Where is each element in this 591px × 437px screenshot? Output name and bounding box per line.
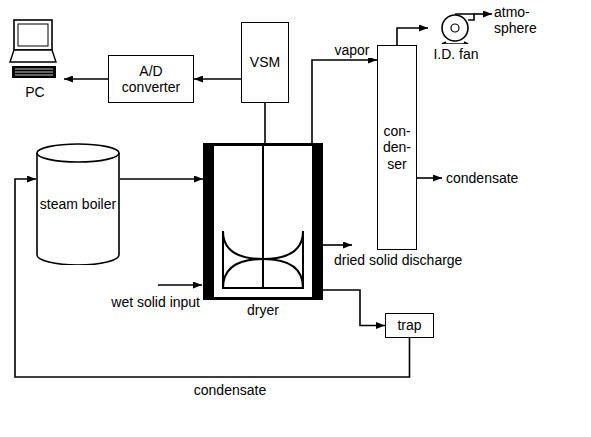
connector bbox=[312, 60, 377, 143]
flow-label: dried solid discharge bbox=[334, 252, 462, 268]
connector-label: vapor bbox=[332, 42, 371, 58]
pc-node: PC bbox=[6, 16, 64, 110]
connector bbox=[64, 78, 108, 80]
node-label: steam boiler bbox=[40, 196, 116, 212]
dryer-vessel bbox=[203, 143, 323, 300]
connector bbox=[120, 178, 203, 180]
agitator bbox=[223, 146, 303, 288]
node-label: VSM bbox=[245, 54, 285, 70]
pc-icon bbox=[6, 16, 64, 82]
feed-arrow bbox=[158, 284, 202, 286]
flow-label: condensate bbox=[446, 170, 518, 186]
connector bbox=[397, 28, 428, 45]
exhaust-arrow bbox=[474, 13, 492, 15]
cyl-node: steam boiler bbox=[36, 143, 120, 265]
node-label: I.D. fan bbox=[428, 46, 484, 62]
flow-label: wet solid input bbox=[60, 294, 200, 310]
connector-label: condensate bbox=[192, 382, 268, 398]
process-box: A/D converter bbox=[108, 55, 194, 103]
node-label: A/D converter bbox=[109, 63, 193, 95]
flow-label: atmo- sphere bbox=[494, 4, 544, 36]
connectors bbox=[15, 28, 428, 377]
process-box: VSM bbox=[241, 22, 289, 103]
node-label: dryer bbox=[203, 302, 323, 318]
node-label: PC bbox=[6, 84, 64, 100]
connector bbox=[323, 290, 385, 326]
fan-node: I.D. fan bbox=[428, 6, 484, 68]
fan-icon bbox=[428, 6, 484, 44]
process-box: trap bbox=[385, 313, 434, 338]
process-box: con- den- ser bbox=[377, 45, 417, 250]
connector bbox=[194, 78, 241, 80]
node-label: con- den- ser bbox=[381, 123, 413, 171]
connector bbox=[264, 103, 266, 143]
discharge-arrow bbox=[323, 244, 352, 246]
dryer-node: dryer bbox=[203, 143, 323, 323]
node-label: trap bbox=[389, 317, 430, 333]
